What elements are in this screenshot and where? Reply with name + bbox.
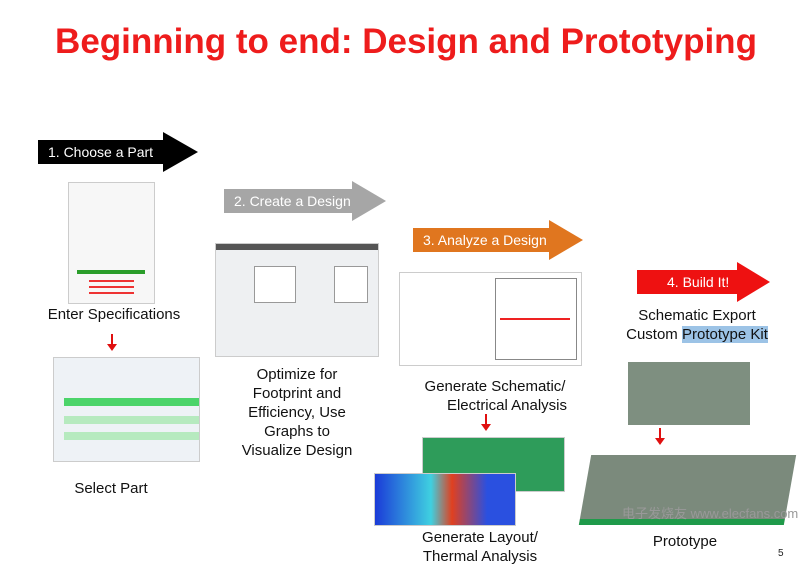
step-1-label: 1. Choose a Part bbox=[38, 140, 163, 164]
caption-line: Generate Schematic/ bbox=[424, 378, 566, 395]
caption-line: Electrical Analysis bbox=[446, 397, 568, 414]
thermal-analysis-image bbox=[374, 473, 516, 526]
schematic-analysis-image bbox=[399, 272, 582, 366]
caption-prototype: Prototype bbox=[652, 533, 718, 550]
prototype-kit-image bbox=[628, 362, 750, 425]
step-4-label: 4. Build It! bbox=[637, 270, 737, 294]
watermark: 电子发烧友 www.elecfans.com bbox=[622, 506, 799, 521]
create-design-image bbox=[215, 243, 379, 357]
step-2-arrow: 2. Create a Design bbox=[224, 181, 386, 221]
arrow-head-icon bbox=[737, 262, 770, 302]
caption-line: Optimize for bbox=[256, 366, 338, 383]
arrow-head-icon bbox=[549, 220, 583, 260]
page-number: 5 bbox=[778, 548, 784, 559]
caption-line: Efficiency, Use bbox=[248, 404, 346, 421]
down-arrow-icon bbox=[481, 414, 491, 431]
step-4-arrow: 4. Build It! bbox=[637, 262, 770, 302]
step-1-arrow: 1. Choose a Part bbox=[38, 132, 198, 172]
arrow-head-icon bbox=[163, 132, 198, 172]
step-3-label: 3. Analyze a Design bbox=[413, 228, 549, 252]
caption-line: Graphs to bbox=[264, 423, 330, 440]
caption-layout: Generate Layout/Thermal Analysis bbox=[395, 528, 565, 566]
down-arrow-icon bbox=[655, 428, 665, 445]
slide-title: Beginning to end: Design and Prototyping bbox=[55, 22, 757, 61]
caption-line: Schematic Export bbox=[638, 307, 756, 324]
caption-select-part: Select Part bbox=[74, 480, 148, 497]
caption-line: Footprint and bbox=[252, 385, 342, 402]
specifications-form-image bbox=[68, 182, 155, 304]
caption-schematic-export: Schematic Export Custom Prototype Kit bbox=[612, 306, 782, 344]
step-2-label: 2. Create a Design bbox=[224, 189, 352, 213]
arrow-head-icon bbox=[352, 181, 386, 221]
caption-schematic: Generate Schematic/Electrical Analysis bbox=[405, 377, 585, 415]
down-arrow-icon bbox=[107, 334, 117, 351]
caption-line: Visualize Design bbox=[241, 442, 353, 459]
caption-enter-specifications: Enter Specifications bbox=[47, 306, 181, 323]
caption-line: Thermal Analysis bbox=[422, 548, 538, 565]
select-part-image bbox=[53, 357, 200, 462]
step-3-arrow: 3. Analyze a Design bbox=[413, 220, 583, 260]
caption-line: Generate Layout/ bbox=[422, 529, 538, 546]
highlighted-text: Prototype Kit bbox=[681, 326, 768, 343]
caption-line: Custom bbox=[626, 326, 682, 343]
